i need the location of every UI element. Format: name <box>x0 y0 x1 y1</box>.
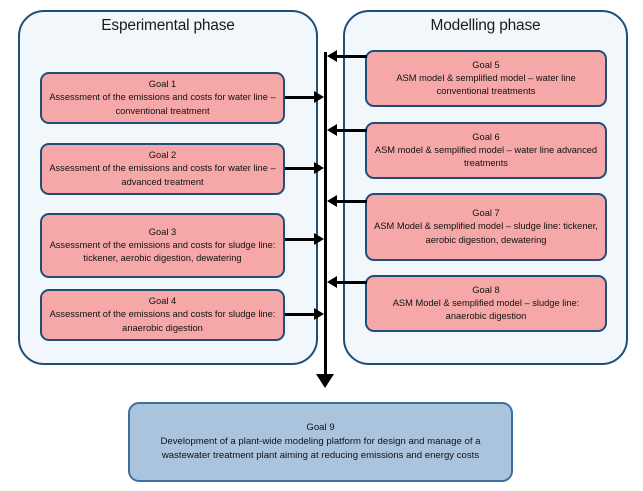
goal-9-description: Development of a plant-wide modeling pla… <box>160 436 481 461</box>
goal-4-description: Assessment of the emissions and costs fo… <box>49 309 276 333</box>
arrow-goal-3-to-spine <box>285 238 315 241</box>
goal-9-box[interactable]: Goal 9 Development of a plant-wide model… <box>128 402 513 482</box>
experimental-phase-title: Esperimental phase <box>101 17 235 34</box>
goal-8-title: Goal 8 <box>472 284 500 295</box>
goal-2-box[interactable]: Goal 2 Assessment of the emissions and c… <box>40 143 285 195</box>
goal-2-description: Assessment of the emissions and costs fo… <box>49 163 276 187</box>
arrow-goal-2-to-spine <box>285 167 315 170</box>
goal-2-title: Goal 2 <box>148 150 177 161</box>
arrow-left-icon <box>327 124 337 136</box>
arrow-goal-8-to-spine <box>337 281 367 284</box>
goal-7-description: ASM Model & semplified model – sludge li… <box>374 221 598 245</box>
arrow-goal-5-to-spine <box>337 55 367 58</box>
goal-4-box[interactable]: Goal 4 Assessment of the emissions and c… <box>40 289 285 341</box>
arrow-goal-4-to-spine <box>285 313 315 316</box>
goal-5-box[interactable]: Goal 5 ASM model & semplified model – wa… <box>365 50 607 107</box>
arrow-right-icon <box>314 91 324 103</box>
arrow-goal-7-to-spine <box>337 200 367 203</box>
arrow-goal-6-to-spine <box>337 129 367 132</box>
goal-3-box[interactable]: Goal 3 Assessment of the emissions and c… <box>40 213 285 278</box>
arrow-left-icon <box>327 195 337 207</box>
goal-3-description: Assessment of the emissions and costs fo… <box>49 239 276 264</box>
goal-7-box[interactable]: Goal 7 ASM Model & semplified model – sl… <box>365 193 607 261</box>
goal-9-title: Goal 9 <box>306 422 335 433</box>
goal-3-title: Goal 3 <box>148 226 177 237</box>
central-spine-line <box>324 52 327 378</box>
goal-7-title: Goal 7 <box>472 208 500 219</box>
arrow-left-icon <box>327 276 337 288</box>
goal-6-box[interactable]: Goal 6 ASM model & semplified model – wa… <box>365 122 607 179</box>
arrow-right-icon <box>314 233 324 245</box>
goal-8-description: ASM Model & semplified model – sludge li… <box>392 297 580 322</box>
goal-1-title: Goal 1 <box>148 79 177 90</box>
arrow-right-icon <box>314 308 324 320</box>
goal-1-description: Assessment of the emissions and costs fo… <box>49 92 276 116</box>
down-arrow-icon <box>316 374 334 388</box>
goal-5-title: Goal 5 <box>472 59 500 70</box>
goal-1-box[interactable]: Goal 1 Assessment of the emissions and c… <box>40 72 285 124</box>
goal-8-box[interactable]: Goal 8 ASM Model & semplified model – sl… <box>365 275 607 332</box>
goal-5-description: ASM model & semplified model – water lin… <box>396 72 576 97</box>
goal-6-description: ASM model & semplified model – water lin… <box>374 144 598 169</box>
arrow-right-icon <box>314 162 324 174</box>
goal-6-title: Goal 6 <box>472 131 500 142</box>
arrow-goal-1-to-spine <box>285 96 315 99</box>
arrow-left-icon <box>327 50 337 62</box>
goal-4-title: Goal 4 <box>148 296 177 307</box>
modelling-phase-title: Modelling phase <box>430 17 541 34</box>
